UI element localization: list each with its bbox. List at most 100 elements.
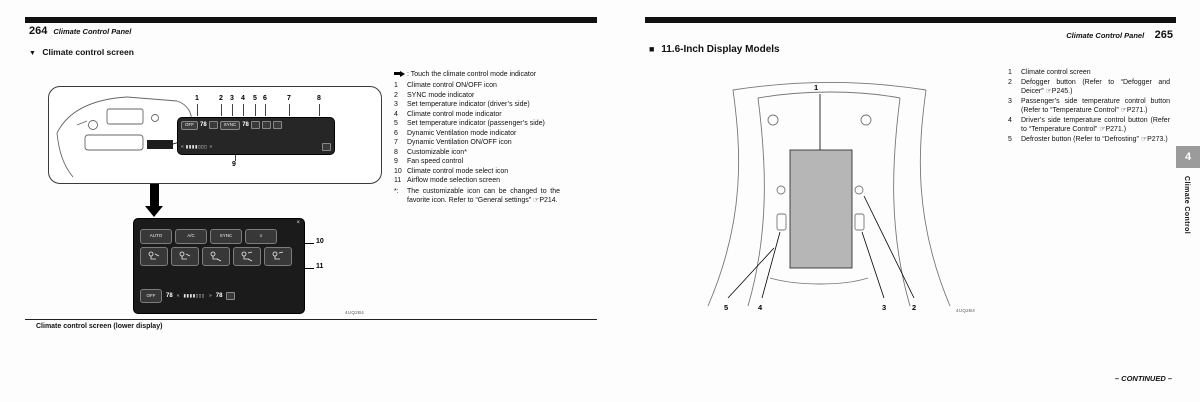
callout-tick xyxy=(221,104,222,116)
airflow-feet-defrost-icon xyxy=(233,247,261,266)
touch-arrow-icon xyxy=(394,70,407,79)
right-figure-code: 4UQ2B4 xyxy=(956,308,976,313)
right-header-bar xyxy=(645,17,1176,23)
legend-num: 3 xyxy=(394,101,398,108)
legend-num: 4 xyxy=(394,110,398,118)
callout-7: 7 xyxy=(287,95,291,102)
legend-text: Climate control ON/OFF icon xyxy=(407,82,497,89)
callout-3: 3 xyxy=(882,303,887,312)
callout-tick xyxy=(243,104,244,116)
callout-8: 8 xyxy=(317,95,321,102)
legend-text: Dynamic Ventilation ON/OFF icon xyxy=(407,139,512,146)
auto-button: AUTO xyxy=(140,229,172,244)
lower-bottom-bar: OFF 78 « ▮▮▮▮▯▯▯ » 78 xyxy=(140,289,298,303)
passenger-temp-button xyxy=(854,213,865,231)
legend-item: 5 Defroster button (Refer to “Defrosting”… xyxy=(1008,135,1170,144)
defogger-button xyxy=(854,185,864,195)
legend-text: Defogger button (Refer to “Defogger and … xyxy=(1021,79,1170,95)
dashboard-figure: 1 2 3 4 5 6 7 8 OFF 78 SYNC 78 xyxy=(48,86,382,184)
legend-num: 5 xyxy=(1008,136,1012,143)
right-legend: 1 Climate control screen 2 Defogger button… xyxy=(1008,68,1170,145)
legend-text: Defroster button (Refer to “Defrosting” … xyxy=(1021,136,1168,143)
display-screen xyxy=(789,149,853,269)
chapter-title-vertical: Climate Control xyxy=(1183,176,1190,235)
ventilation-mode-icon xyxy=(250,121,260,130)
callout-tick xyxy=(319,104,320,116)
off-button: OFF xyxy=(140,289,162,303)
legend-num: 6 xyxy=(394,129,398,137)
legend-item: 1 Climate control screen xyxy=(1008,68,1170,77)
legend-text: Customizable icon* xyxy=(407,148,467,156)
callout-tick xyxy=(197,104,198,116)
left-section-heading: ▼ Climate control screen xyxy=(29,47,134,57)
callout-11: 11 xyxy=(316,263,324,270)
legend-num: 1 xyxy=(1008,69,1012,76)
callout-2: 2 xyxy=(912,303,917,312)
right-section-heading-text: 11.6-Inch Display Models xyxy=(661,44,780,55)
callout-6: 6 xyxy=(263,95,267,102)
left-page-header: 264 Climate Control Panel xyxy=(29,25,131,37)
left-header-title: Climate Control Panel xyxy=(53,27,132,36)
legend-num: 9 xyxy=(394,158,398,165)
legend-num: 8 xyxy=(394,148,398,156)
left-figure-code: 4UQ2B4 xyxy=(345,310,365,315)
fan-increase-icon: » xyxy=(209,292,212,299)
airflow-mode-icon xyxy=(322,143,331,151)
customizable-icon xyxy=(272,121,282,130)
airflow-feet-icon xyxy=(202,247,230,266)
legend-item: 3 Set temperature indicator (driver’s sid… xyxy=(394,100,560,109)
callout-1: 1 xyxy=(195,95,199,102)
callout-5: 5 xyxy=(724,303,729,312)
legend-num: 2 xyxy=(1008,79,1012,86)
driver-temp-value: 78 xyxy=(166,293,173,299)
fan-decrease-icon: « xyxy=(181,143,184,150)
fan-speed-segments: ▮▮▮▮▯▯▯ xyxy=(183,292,206,298)
left-figure-caption: Climate control screen (lower display) xyxy=(36,323,163,330)
legend-text: Climate control screen xyxy=(1021,69,1091,76)
legend-num: 5 xyxy=(394,120,398,127)
right-page-header: Climate Control Panel 265 xyxy=(645,25,1173,43)
right-header-title: Climate Control Panel xyxy=(1066,31,1145,40)
passenger-temp-value: 78 xyxy=(215,293,223,299)
mode-indicator-icon xyxy=(208,121,218,130)
legend-text: Fan speed control xyxy=(407,158,464,165)
fan-speed-row: « ▮▮▮▮▯▯▯ » xyxy=(181,143,331,151)
driver-temp-button xyxy=(776,213,787,231)
left-legend: : Touch the climate control mode indicat… xyxy=(394,70,560,206)
continued-note: – CONTINUED – xyxy=(1114,374,1172,383)
callout-5: 5 xyxy=(253,95,257,102)
leader-line xyxy=(304,268,314,269)
console-diagram xyxy=(707,82,951,307)
callout-1: 1 xyxy=(814,83,819,92)
legend-text: Set temperature indicator (driver’s side… xyxy=(407,101,530,108)
passenger-temp-indicator: 78 xyxy=(242,122,249,129)
footnote-marker: *: xyxy=(394,188,399,195)
airflow-mode-row xyxy=(140,247,292,266)
callout-tick xyxy=(265,104,266,116)
legend-text: SYNC mode indicator xyxy=(407,91,475,99)
legend-text: Climate control mode indicator xyxy=(407,110,502,118)
square-marker-icon: ■ xyxy=(649,44,655,54)
legend-text: Driver’s side temperature control button… xyxy=(1021,117,1170,133)
right-section-heading: ■ 11.6-Inch Display Models xyxy=(649,44,780,55)
callout-9: 9 xyxy=(232,161,236,168)
callout-tick xyxy=(232,104,233,116)
climate-panel-zoom: OFF 78 SYNC 78 « ▮▮▮▮▯▯▯ » xyxy=(177,117,335,155)
caption-rule xyxy=(25,319,597,320)
legend-num: 4 xyxy=(1008,117,1012,124)
fan-speed-segments: ▮▮▮▮▯▯▯ xyxy=(185,143,208,149)
climate-off-button: OFF xyxy=(181,121,198,130)
airflow-defrost-icon xyxy=(264,247,292,266)
airflow-face-icon xyxy=(140,247,168,266)
triangle-marker-icon: ▼ xyxy=(29,50,36,57)
footnote-text: The customizable icon can be changed to … xyxy=(407,188,560,204)
ac-button: A/C xyxy=(175,229,207,244)
legend-num: 1 xyxy=(394,82,398,89)
legend-text: Airflow mode selection screen xyxy=(407,177,500,184)
